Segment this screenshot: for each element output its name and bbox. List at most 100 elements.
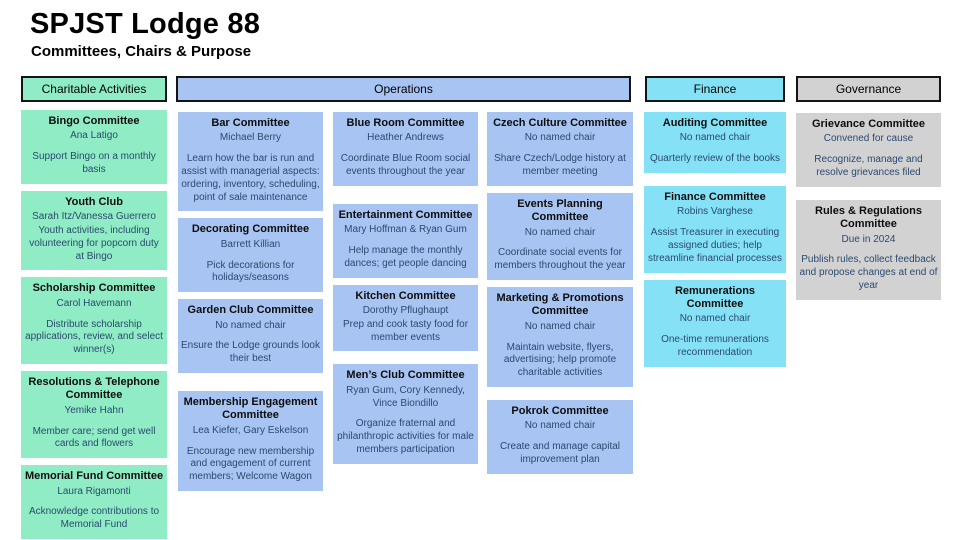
committee-chair: Lea Kiefer, Gary Eskelson [192,424,309,436]
committee-purpose: Share Czech/Lodge history at member meet… [494,153,626,177]
committee-chair: No named chair [215,319,286,331]
card-auditing-committee: Auditing Committee No named chair Quarte… [644,112,786,173]
committee-name: Resolutions & Telephone Committee [28,375,160,402]
committee-purpose: Support Bingo on a monthly basis [32,151,156,175]
card-kitchen-committee: Kitchen Committee Dorothy Pflughaupt Pre… [333,284,478,352]
committee-name: Men’s Club Committee [346,369,465,382]
committee-chair: Robins Varghese [677,206,753,218]
committee-chair: Convened for cause [823,133,914,145]
committee-purpose: Assist Treasurer in executing assigned d… [648,227,782,264]
committee-chair: Dorothy Pflughaupt [362,305,449,316]
column-finance: Auditing Committee No named chair Quarte… [644,112,786,367]
committee-purpose: Help manage the monthly dances; get peop… [344,245,467,269]
card-finance-committee: Finance Committee Robins Varghese Assist… [644,186,786,273]
committee-chair: Yemike Hahn [64,404,124,416]
committee-name: Rules & Regulations Committee [815,204,922,231]
committee-purpose: Encourage new membership and engagement … [186,445,315,483]
card-rules-regulations-committee: Rules & Regulations Committee Due in 202… [796,199,941,300]
card-youth-club: Youth Club Sarah Itz/Vanessa Guerrero Yo… [21,190,167,271]
card-blue-room-committee: Blue Room Committee Heather Andrews Coor… [333,112,478,186]
committee-name: Blue Room Committee [346,117,465,129]
card-bingo-committee: Bingo Committee Ana Latigo Support Bingo… [21,110,167,184]
card-garden-club-committee: Garden Club Committee No named chair Ens… [178,299,323,373]
committee-chair: No named chair [524,420,596,432]
page-subtitle: Committees, Chairs & Purpose [31,43,252,60]
committee-name: Membership Engagement Committee [183,395,318,422]
column-operations-a: Bar Committee Michael Berry Learn how th… [178,112,323,491]
committee-name: Czech Culture Committee [493,117,627,129]
card-grievance-committee: Grievance Committee Convened for cause R… [796,113,941,187]
committee-name: Memorial Fund Committee [24,470,164,483]
committee-name: Marketing & Promotions Committee [496,292,624,318]
card-mens-club-committee: Men’s Club Committee Ryan Gum, Cory Kenn… [333,364,478,464]
committee-purpose: Coordinate Blue Room social events throu… [340,153,471,177]
card-czech-culture-committee: Czech Culture Committee No named chair S… [487,112,633,186]
committee-purpose: Recognize, manage and resolve grievances… [814,154,923,178]
committee-purpose: Learn how the bar is run and assist with… [181,153,320,203]
committee-chair: Sarah Itz/Vanessa Guerrero [32,211,156,223]
committee-name: Events Planning Committee [517,197,603,224]
committee-chair: No named chair [524,226,596,238]
committee-name: Grievance Committee [811,118,926,130]
section-header-operations: Operations [176,76,631,102]
committee-chair: No named chair [524,132,596,144]
committee-name: Youth Club [65,195,123,208]
committee-purpose: Maintain website, flyers, advertising; h… [503,341,617,379]
committee-purpose: Coordinate social events for members thr… [494,247,626,272]
committee-purpose: Youth activities, including volunteering… [29,225,159,262]
card-entertainment-committee: Entertainment Committee Mary Hoffman & R… [333,203,478,278]
section-header-governance: Governance [796,76,941,102]
committee-name: Remunerations Committee [674,284,756,310]
committee-chair: No named chair [679,313,751,325]
committee-purpose: Prep and cook tasty food for member even… [342,318,469,343]
column-charitable-activities: Bingo Committee Ana Latigo Support Bingo… [21,110,167,539]
committee-name: Bingo Committee [48,115,140,127]
committee-name: Finance Committee [664,191,766,203]
card-scholarship-committee: Scholarship Committee Carol Havemann Dis… [21,277,167,364]
card-resolutions-telephone-committee: Resolutions & Telephone Committee Yemike… [21,370,167,459]
committee-chair: Heather Andrews [367,132,444,144]
committee-purpose: Create and manage capital improvement pl… [499,441,621,465]
committee-purpose: Acknowledge contributions to Memorial Fu… [28,506,160,531]
committee-name: Kitchen Committee [355,289,456,302]
committee-purpose: One-time remunerations recommendation [661,334,769,358]
committee-name: Garden Club Committee [187,304,314,317]
committee-chair: Ryan Gum, Cory Kennedy, Vince Biondillo [346,384,465,409]
committee-purpose: Organize fraternal and philanthropic act… [337,418,474,455]
committee-chair: Due in 2024 [841,233,896,245]
committee-name: Pokrok Committee [511,405,609,417]
column-governance: Grievance Committee Convened for cause R… [796,113,941,300]
committee-name: Bar Committee [211,117,290,129]
card-remunerations-committee: Remunerations Committee No named chair O… [644,279,786,367]
committee-chair: Ana Latigo [70,130,118,142]
committee-purpose: Ensure the Lodge grounds look their best [181,340,320,365]
section-header-finance: Finance [645,76,785,102]
card-marketing-promotions-committee: Marketing & Promotions Committee No name… [487,287,633,387]
card-decorating-committee: Decorating Committee Barrett Killian Pic… [178,218,323,293]
card-memorial-fund-committee: Memorial Fund Committee Laura Rigamonti … [21,465,167,539]
card-bar-committee: Bar Committee Michael Berry Learn how th… [178,112,323,212]
committee-chair: Michael Berry [219,132,282,144]
page-title: SPJST Lodge 88 [30,8,261,40]
committee-purpose: Member care; send get well cards and flo… [32,425,156,450]
card-pokrok-committee: Pokrok Committee No named chair Create a… [487,400,633,474]
committee-purpose: Publish rules, collect feedback and prop… [799,254,938,291]
card-membership-engagement-committee: Membership Engagement Committee Lea Kief… [178,390,323,491]
committee-purpose: Pick decorations for holidays/seasons [206,259,295,284]
section-header-charitable-activities: Charitable Activities [21,76,167,102]
committee-chair: Mary Hoffman & Ryan Gum [344,224,467,236]
committee-chair: No named chair [679,132,751,144]
card-events-planning-committee: Events Planning Committee No named chair… [487,192,633,280]
committee-chair: Barrett Killian [220,238,281,250]
committee-name: Scholarship Committee [32,282,156,295]
committee-purpose: Quarterly review of the books [649,153,781,165]
committee-purpose: Distribute scholarship applications, rev… [25,318,163,356]
committee-chair: No named chair [524,320,596,332]
committee-name: Entertainment Committee [338,208,473,221]
committee-chair: Laura Rigamonti [57,485,131,497]
column-operations-c: Czech Culture Committee No named chair S… [487,112,633,474]
committee-name: Decorating Committee [191,223,310,236]
committee-chair: Carol Havemann [56,297,132,309]
column-operations-b: Blue Room Committee Heather Andrews Coor… [333,112,478,464]
